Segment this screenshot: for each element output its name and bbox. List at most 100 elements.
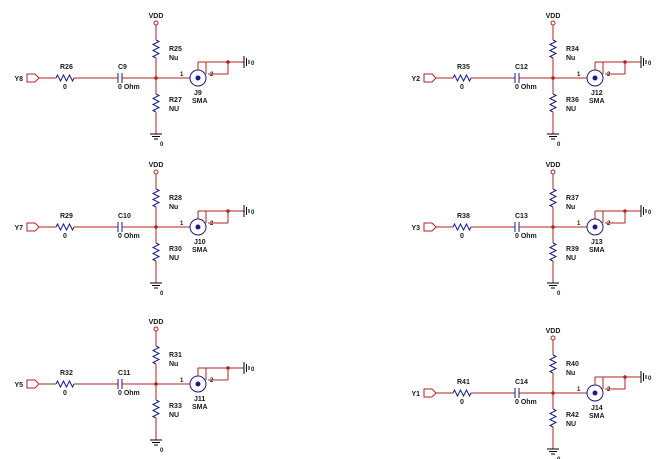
- ground-label: 0: [557, 457, 561, 459]
- vdd-terminal: [550, 335, 556, 341]
- resistor-series-ref: R38: [457, 213, 470, 220]
- ground-label: 0: [160, 448, 164, 454]
- port-arrow-icon: [26, 222, 40, 232]
- connector-ref: J13: [591, 239, 603, 246]
- ground-icon: [150, 439, 162, 446]
- resistor-series-symbol: [55, 222, 75, 232]
- resistor-series-value: 0: [460, 233, 464, 240]
- ground-icon: [547, 133, 559, 140]
- connector-ref: J12: [591, 90, 603, 97]
- capacitor-ref: C10: [118, 213, 131, 220]
- chassis-ground-label: 0: [251, 61, 255, 67]
- sma-pin1-label: 1: [180, 72, 184, 78]
- net-label: Y8: [14, 76, 23, 83]
- chassis-ground-icon: [640, 56, 647, 68]
- connector-value: SMA: [192, 247, 208, 254]
- sma-pin1-label: 1: [180, 221, 184, 227]
- resistor-pullup-ref: R25: [169, 46, 182, 53]
- resistor-pulldown-symbol: [151, 242, 161, 262]
- sma-pin2-label: 2: [210, 378, 214, 384]
- capacitor-value: 0 Ohm: [118, 84, 140, 91]
- resistor-pulldown-value: NU: [169, 412, 179, 419]
- resistor-pullup-ref: R34: [566, 46, 579, 53]
- net-label: Y2: [411, 76, 420, 83]
- resistor-pulldown-value: NU: [169, 255, 179, 262]
- resistor-pulldown-ref: R36: [566, 97, 579, 104]
- resistor-pulldown-symbol: [151, 399, 161, 419]
- resistor-series-ref: R29: [60, 213, 73, 220]
- chassis-ground-label: 0: [251, 367, 255, 373]
- connector-value: SMA: [192, 98, 208, 105]
- chassis-ground-icon: [243, 362, 250, 374]
- capacitor-value: 0 Ohm: [515, 233, 537, 240]
- resistor-pullup-value: Nu: [169, 204, 178, 211]
- ground-label: 0: [557, 142, 561, 148]
- resistor-pullup-symbol: [151, 188, 161, 208]
- vdd-terminal: [550, 169, 556, 175]
- input-port: Y8: [14, 73, 40, 83]
- input-port: Y7: [14, 222, 40, 232]
- resistor-pullup-ref: R31: [169, 352, 182, 359]
- resistor-pulldown-value: NU: [566, 255, 576, 262]
- ground-label: 0: [160, 291, 164, 297]
- capacitor-ref: C12: [515, 64, 528, 71]
- resistor-pullup-ref: R28: [169, 195, 182, 202]
- connector-ref: J11: [194, 396, 205, 403]
- resistor-series-ref: R26: [60, 64, 73, 71]
- input-port: Y1: [411, 388, 437, 398]
- ground-label: 0: [557, 291, 561, 297]
- port-arrow-icon: [423, 73, 437, 83]
- chassis-ground-icon: [243, 56, 250, 68]
- resistor-pullup-symbol: [548, 188, 558, 208]
- resistor-series-symbol: [452, 388, 472, 398]
- resistor-pulldown-ref: R33: [169, 403, 182, 410]
- resistor-series-symbol: [452, 73, 472, 83]
- resistor-pulldown-value: NU: [566, 106, 576, 113]
- connector-value: SMA: [589, 413, 605, 420]
- resistor-pullup-value: Nu: [169, 361, 178, 368]
- ground-icon: [150, 282, 162, 289]
- vdd-label: VDD: [149, 13, 164, 20]
- resistor-pulldown-symbol: [548, 93, 558, 113]
- sma-center-pin: [195, 75, 201, 81]
- connector-ref: J10: [194, 239, 206, 246]
- resistor-series-value: 0: [460, 84, 464, 91]
- input-port: Y3: [411, 222, 437, 232]
- resistor-pulldown-value: NU: [169, 106, 179, 113]
- resistor-pullup-value: Nu: [169, 55, 178, 62]
- resistor-pulldown-symbol: [548, 408, 558, 428]
- sma-center-pin: [195, 224, 201, 230]
- port-arrow-icon: [26, 73, 40, 83]
- ground-icon: [547, 448, 559, 455]
- chassis-ground-label: 0: [251, 210, 255, 216]
- port-arrow-icon: [423, 222, 437, 232]
- resistor-pulldown-ref: R39: [566, 246, 579, 253]
- vdd-label: VDD: [149, 319, 164, 326]
- resistor-series-symbol: [55, 379, 75, 389]
- sma-pin1-label: 1: [577, 72, 581, 78]
- resistor-pullup-symbol: [548, 39, 558, 59]
- sma-center-pin: [195, 381, 201, 387]
- connector-value: SMA: [589, 98, 605, 105]
- connector-value: SMA: [192, 404, 208, 411]
- connector-ref: J9: [194, 90, 202, 97]
- ground-icon: [150, 133, 162, 140]
- resistor-pulldown-ref: R42: [566, 412, 579, 419]
- vdd-label: VDD: [546, 13, 561, 20]
- resistor-series-value: 0: [63, 390, 67, 397]
- sma-pin1-label: 1: [577, 387, 581, 393]
- capacitor-value: 0 Ohm: [118, 233, 140, 240]
- sma-center-pin: [592, 390, 598, 396]
- resistor-pulldown-ref: R30: [169, 246, 182, 253]
- chassis-ground-icon: [243, 205, 250, 217]
- resistor-series-symbol: [452, 222, 472, 232]
- port-arrow-icon: [423, 388, 437, 398]
- port-arrow-icon: [26, 379, 40, 389]
- chassis-ground-label: 0: [648, 376, 652, 382]
- vdd-label: VDD: [149, 162, 164, 169]
